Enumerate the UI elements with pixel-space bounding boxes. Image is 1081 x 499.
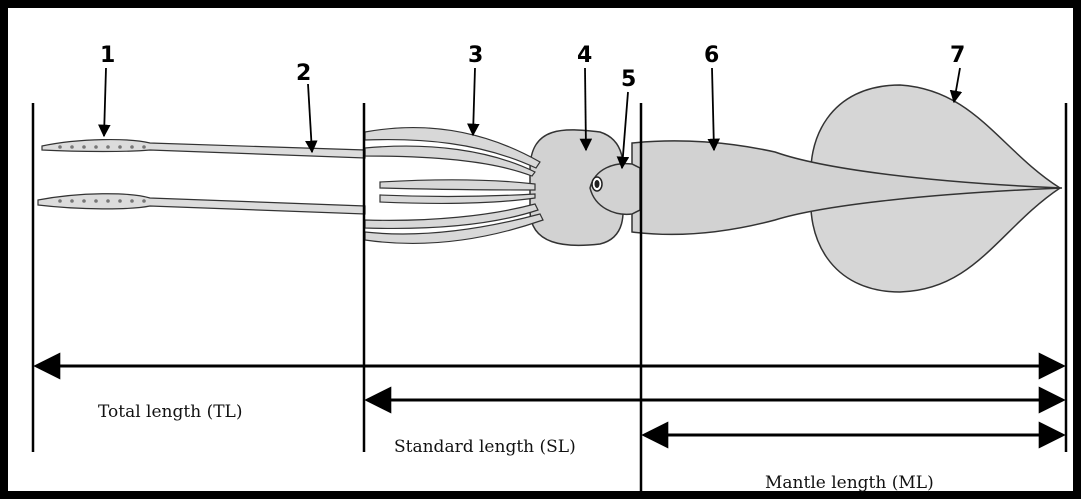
eye-pupil [595, 180, 600, 188]
total-length-label: Total length (TL) [98, 402, 242, 422]
standard-length-label: Standard length (SL) [394, 437, 576, 457]
part-number-6: 6 [704, 43, 719, 68]
part-number-4: 4 [577, 43, 592, 68]
part-number-1: 1 [100, 43, 115, 68]
part-number-2: 2 [296, 61, 311, 86]
part-number-7: 7 [950, 43, 965, 68]
part-number-3: 3 [468, 43, 483, 68]
mantle-length-label: Mantle length (ML) [765, 473, 934, 493]
part-number-5: 5 [621, 67, 636, 92]
arms [365, 128, 543, 244]
tentacles [38, 140, 365, 214]
